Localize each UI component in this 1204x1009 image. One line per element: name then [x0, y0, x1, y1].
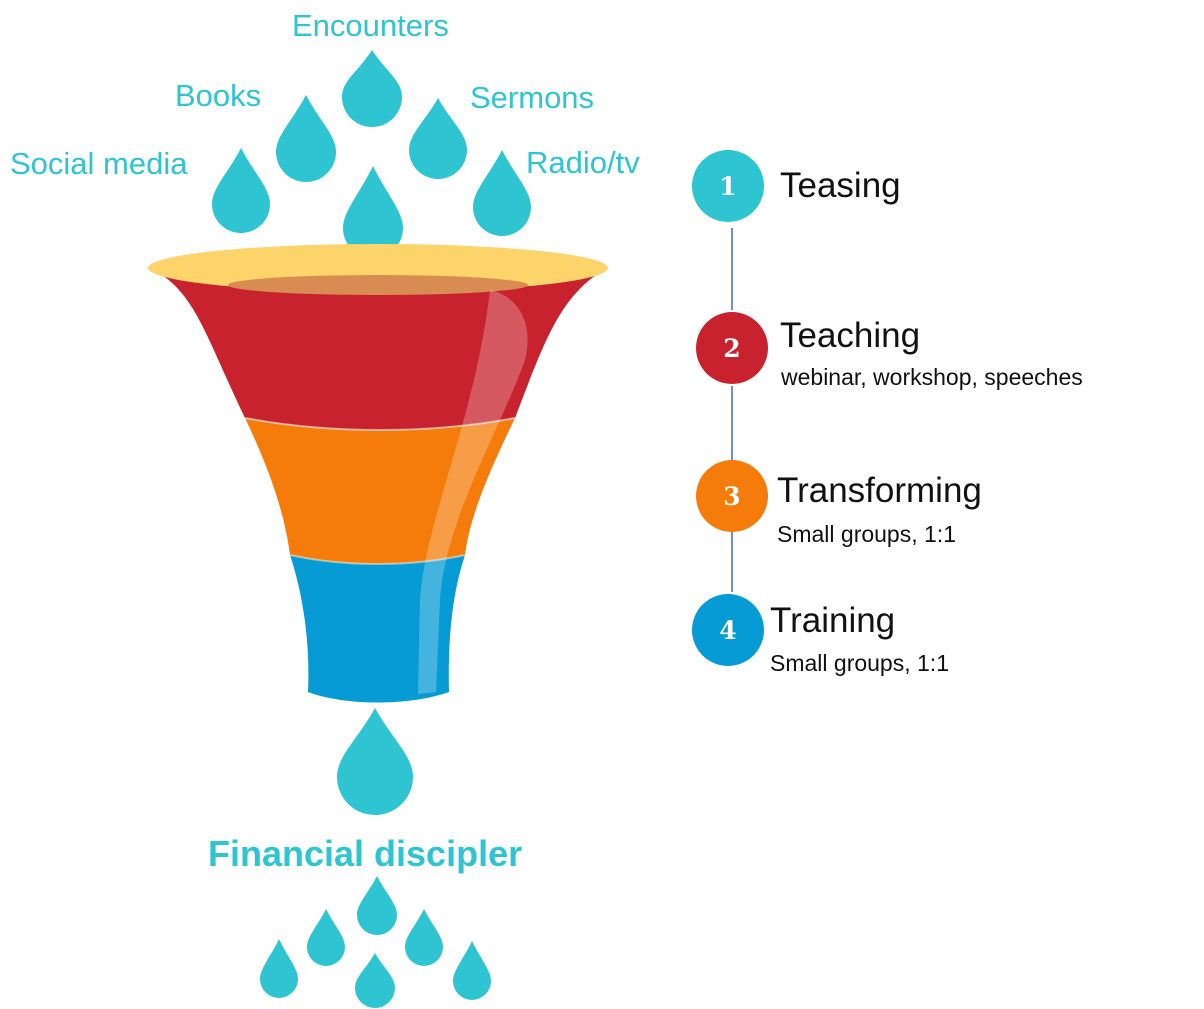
source-label-encounters: Encounters	[292, 8, 449, 43]
water-drop-icon	[260, 939, 298, 998]
water-drop-icon	[473, 150, 531, 236]
step-1-badge	[692, 150, 764, 222]
step-3-title: Transforming	[777, 471, 982, 510]
funnel-opening	[228, 275, 528, 295]
water-drop-icon	[355, 953, 395, 1008]
steps-timeline: 1 2 3 4	[692, 150, 768, 666]
source-label-books: Books	[175, 78, 262, 113]
water-drop-icon	[337, 708, 413, 815]
step-1-title: Teasing	[780, 166, 901, 205]
step-2-title: Teaching	[780, 316, 921, 355]
source-label-radio-tv: Radio/tv	[526, 145, 640, 180]
funnel	[148, 244, 608, 703]
water-drop-icon	[307, 909, 345, 966]
water-drop-icon	[357, 876, 397, 935]
water-drop-icon	[453, 941, 491, 1000]
water-drop-icon	[212, 148, 270, 233]
water-drop-icon	[342, 50, 402, 127]
source-label-sermons: Sermons	[470, 80, 595, 115]
result-label: Financial discipler	[208, 833, 523, 874]
step-4-title: Training	[770, 601, 896, 640]
step-4-number: 4	[719, 616, 736, 645]
result-drops	[260, 708, 491, 1008]
step-1-number: 1	[719, 172, 736, 201]
water-drop-icon	[405, 909, 443, 966]
step-2-subtitle: webinar, workshop, speeches	[781, 364, 1083, 390]
water-drop-icon	[409, 98, 467, 179]
water-drop-icon	[276, 95, 336, 182]
funnel-band-training	[290, 555, 465, 703]
funnel-band-teasing	[150, 268, 607, 430]
funnel-band-transforming	[245, 418, 515, 564]
funnel-highlight	[418, 290, 528, 694]
step-2-number: 2	[723, 334, 740, 363]
step-2-badge	[696, 312, 768, 384]
source-drops	[212, 50, 531, 258]
step-3-number: 3	[723, 482, 740, 511]
source-label-social-media: Social media	[10, 146, 188, 181]
water-drop-icon	[343, 166, 403, 258]
step-4-badge	[692, 594, 764, 666]
step-4-subtitle: Small groups, 1:1	[770, 650, 949, 676]
step-3-badge	[696, 460, 768, 532]
step-3-subtitle: Small groups, 1:1	[777, 521, 956, 547]
